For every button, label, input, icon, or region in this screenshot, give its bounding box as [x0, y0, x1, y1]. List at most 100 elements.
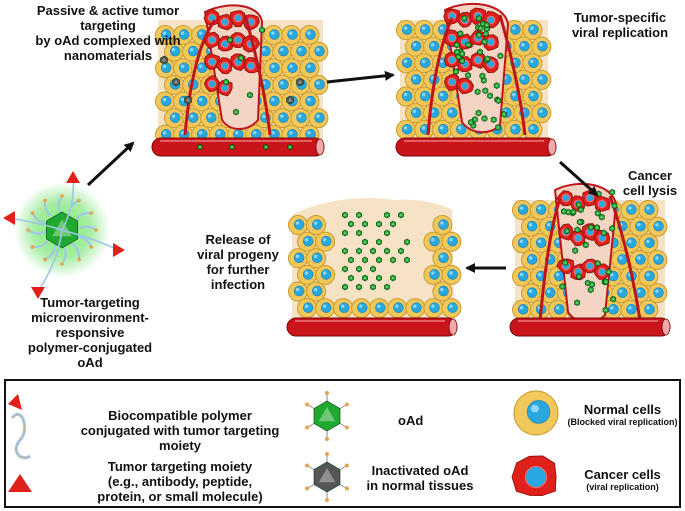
oad-particle	[594, 260, 601, 267]
oad-particle	[376, 274, 382, 282]
oad-particle	[475, 109, 482, 117]
targeting-moiety-icon	[3, 211, 15, 225]
normal-cell	[432, 281, 453, 302]
normal-cell	[441, 298, 462, 319]
oad-particle	[342, 283, 348, 291]
normal-cell	[638, 200, 659, 220]
oad-particle	[501, 110, 507, 118]
normal-cell	[629, 249, 650, 270]
oad-particle	[263, 144, 269, 150]
normal-cell	[512, 200, 532, 220]
normal-cell	[647, 249, 668, 270]
lysis-label: Cancer cell lysis	[622, 168, 678, 198]
normal-cell	[539, 216, 560, 237]
oad-particle	[342, 229, 348, 237]
normal-cell	[432, 248, 453, 269]
targeting-moiety-icon	[8, 394, 22, 410]
normal-cell	[647, 216, 668, 237]
normal-cell	[548, 299, 569, 320]
oad-particle	[238, 54, 244, 62]
oad-particle	[348, 220, 354, 228]
oad-particle	[577, 206, 584, 214]
oad-particle	[233, 108, 239, 116]
oad-particle	[610, 295, 617, 303]
oad-particle	[609, 188, 616, 196]
normal-cell	[200, 108, 221, 129]
viral-replication-scene	[395, 2, 557, 157]
lysed-tumor-cavity	[292, 198, 455, 325]
normal-cell-icon	[513, 390, 559, 436]
oad-particle	[342, 211, 348, 219]
oad-particle	[461, 14, 468, 22]
oad-particle	[390, 220, 396, 228]
legend-normal-cells: Normal cells (Blocked viral replication)	[567, 402, 678, 427]
normal-cell	[530, 233, 551, 254]
inactivated-oad-particle	[296, 77, 304, 87]
cancer-cell	[556, 258, 575, 275]
normal-cell	[414, 53, 435, 74]
normal-cell	[288, 215, 308, 235]
oad-particle	[287, 144, 293, 150]
normal-cell	[315, 298, 336, 319]
normal-cell	[513, 36, 534, 57]
normal-cell	[263, 25, 284, 45]
oad-particle	[384, 229, 390, 237]
oad-particle	[576, 273, 582, 280]
oad-particle	[476, 31, 483, 39]
arrow-targeting-to-replication	[326, 70, 395, 84]
normal-cell	[281, 25, 302, 45]
oad-particle	[247, 91, 253, 99]
oad-particle	[481, 115, 488, 122]
normal-cell	[396, 86, 416, 107]
oad-particle	[594, 224, 601, 231]
oad-particle	[490, 116, 497, 124]
legend-inactivated-label: Inactivated oAd in normal tissues	[366, 463, 474, 493]
oad-particle	[574, 226, 581, 234]
oad-particle	[600, 229, 607, 237]
normal-cell	[441, 264, 462, 285]
normal-cell	[164, 41, 185, 62]
cancer-cell	[203, 75, 221, 93]
oad-particle	[564, 227, 571, 235]
oad-particle	[587, 224, 594, 231]
cancer-cell	[482, 34, 499, 51]
blood-vessel	[509, 317, 671, 337]
normal-cell	[315, 231, 336, 252]
oad-particle	[370, 247, 376, 255]
cancer-cell	[511, 455, 557, 497]
oad-particle	[477, 48, 484, 56]
polymer-tether	[37, 229, 63, 293]
oad-particle	[560, 208, 567, 215]
oad-particle	[398, 211, 404, 219]
oad-particle	[376, 220, 382, 228]
normal-cell	[306, 248, 327, 269]
oad-particle	[572, 247, 579, 254]
blood-vessel	[286, 317, 458, 337]
cancer-cell	[593, 263, 611, 280]
cancer-cell	[457, 56, 473, 73]
normal-cell	[530, 200, 551, 220]
oad-particle	[481, 38, 488, 46]
cancer-cell	[215, 57, 233, 75]
cancer-cell-lysis-scene	[509, 182, 671, 337]
normal-cell	[441, 231, 462, 252]
legend-polymer-label: Biocompatible polymer conjugated with tu…	[80, 408, 280, 453]
oad-particle	[197, 144, 203, 150]
normal-cell	[297, 298, 318, 319]
normal-cell	[531, 103, 552, 124]
viral-release-scene	[286, 198, 462, 337]
oad-particle	[356, 211, 362, 219]
legend-icons	[8, 390, 559, 502]
oad-particle	[477, 24, 484, 32]
normal-cell	[423, 264, 444, 285]
normal-cell	[629, 216, 650, 237]
normal-cell	[308, 41, 329, 62]
oad-particle	[559, 283, 566, 290]
cancer-cell	[229, 10, 246, 28]
blood-vessel	[395, 137, 557, 157]
oad-particle	[454, 48, 460, 56]
oad-particle	[465, 72, 472, 79]
oad-particle	[575, 201, 582, 208]
tumor-targeting-scene	[151, 4, 329, 157]
oad-particle	[602, 306, 609, 314]
